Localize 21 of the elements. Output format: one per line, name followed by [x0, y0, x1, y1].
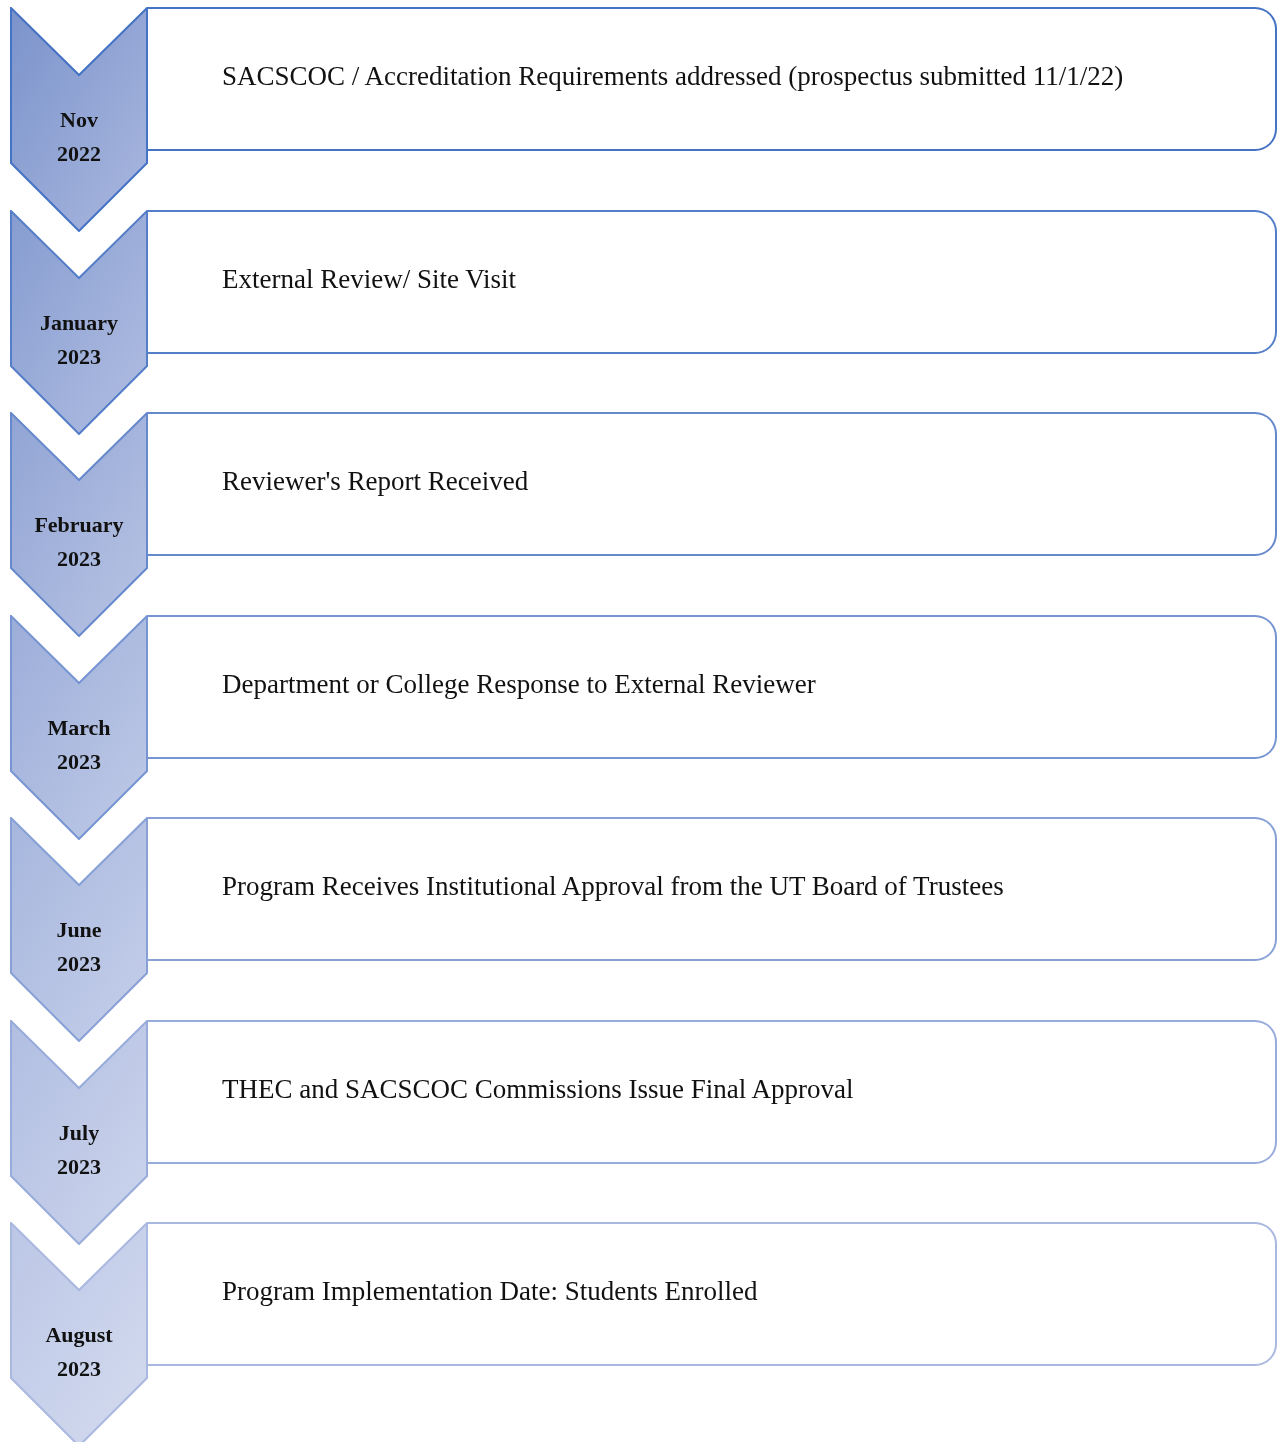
step-box — [147, 1019, 1277, 1164]
step-box — [147, 412, 1277, 556]
step-text: External Review/ Site Visit — [222, 263, 517, 295]
step-box — [147, 1222, 1277, 1366]
date-label: August 2023 — [44, 1321, 114, 1383]
step-text: Program Implementation Date: Students Enrolled — [222, 1276, 758, 1307]
step-text: Program Receives Institutional Approval from the UT Board of Trustees — [222, 871, 1004, 902]
step-text: SACSCOC / Accreditation Requirements addressed (prospectus submitted 11/1/22) — [222, 61, 1124, 92]
step-text: THEC and SACSCOC Commissions Issue Final Approval — [222, 1073, 854, 1105]
step-text: Department or College Response to External Reviewer — [222, 668, 816, 700]
date-label: February 2023 — [33, 511, 125, 573]
date-label: March 2023 — [46, 713, 112, 776]
date-label: June 2023 — [55, 916, 103, 978]
step-box — [147, 614, 1277, 759]
date-label: January 2023 — [38, 308, 120, 371]
date-label: July 2023 — [56, 1118, 102, 1181]
step-text: Reviewer's Report Received — [222, 466, 529, 497]
step-box — [147, 209, 1277, 354]
date-label: Nov 2022 — [56, 106, 102, 168]
step-box — [147, 7, 1277, 151]
step-box — [147, 817, 1277, 961]
